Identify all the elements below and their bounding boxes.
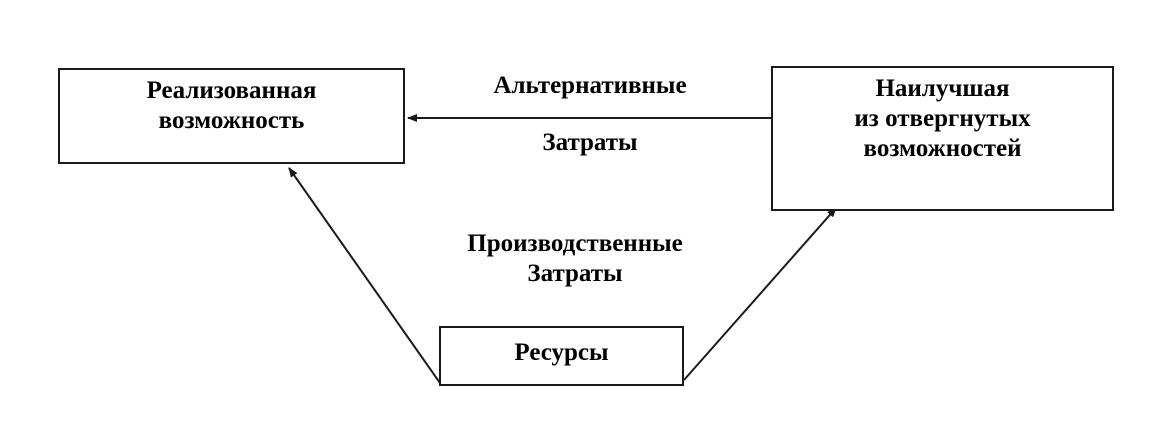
best-rejected-opportunity-box: Наилучшая из отвергнутых возможностей <box>771 66 1114 211</box>
resources-box: Ресурсы <box>439 326 684 386</box>
resources-label: Ресурсы <box>514 339 609 366</box>
production-costs-label: Производственные Затраты <box>467 230 683 287</box>
alternative-costs-label-line1: Альтернативные <box>493 72 687 99</box>
realized-opportunity-box: Реализованная возможность <box>58 68 405 164</box>
alternative-costs-label-line2: Затраты <box>542 129 638 156</box>
best-rejected-opportunity-label: Наилучшая из отвергнутых возможностей <box>854 75 1031 162</box>
arrow-resources-to-realized <box>288 167 441 384</box>
realized-opportunity-label: Реализованная возможность <box>146 77 317 134</box>
arrow-resources-to-best <box>683 207 837 381</box>
